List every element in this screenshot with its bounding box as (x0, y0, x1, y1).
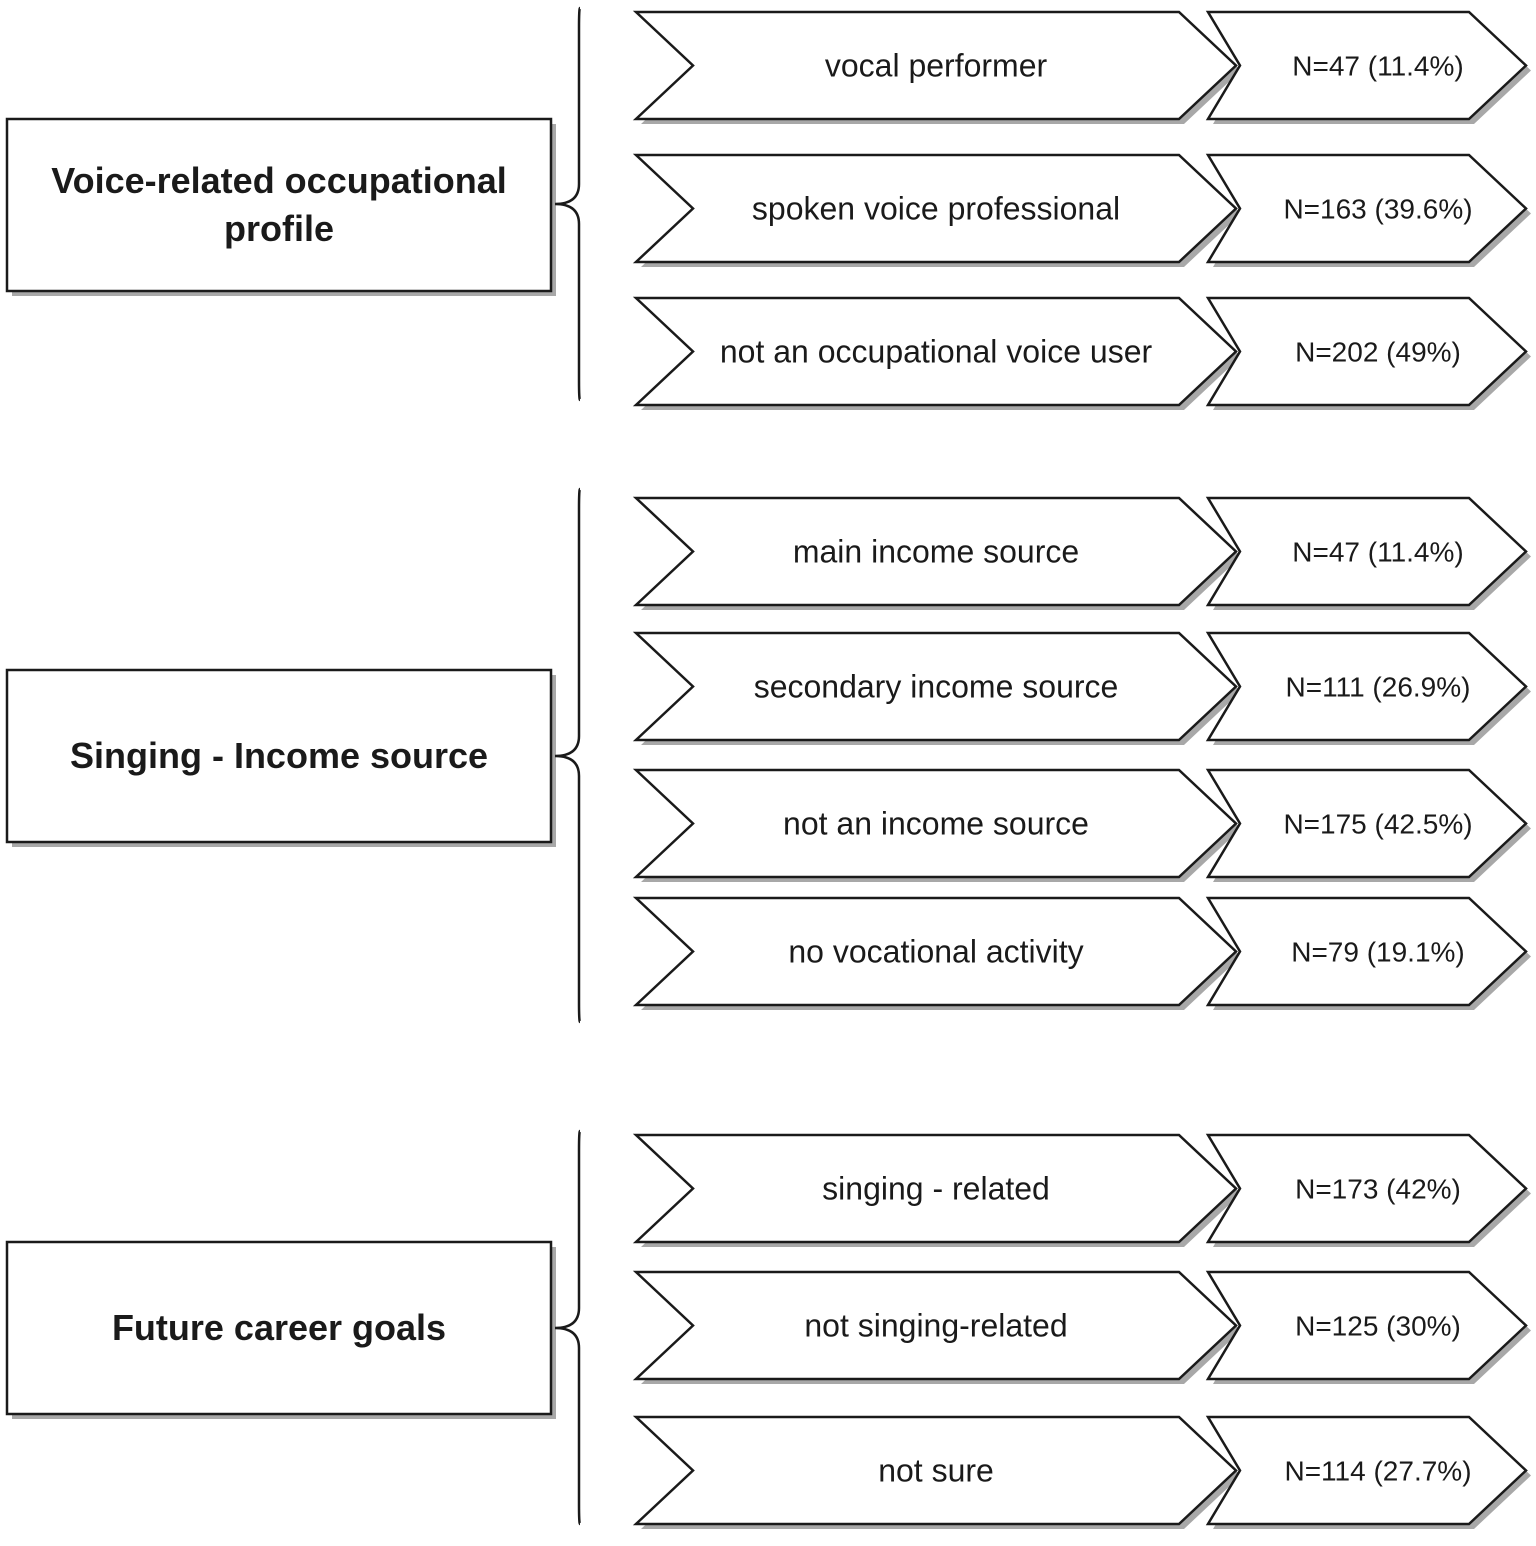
category-title-line: Future career goals (112, 1307, 446, 1348)
option-row: not an occupational voice user N=202 (49%… (632, 296, 1531, 410)
option-label: singing - related (822, 1171, 1050, 1207)
count-chevron (1205, 1133, 1528, 1244)
option-count: N=202 (49%) (1295, 337, 1461, 368)
option-count: N=163 (39.6%) (1283, 194, 1472, 225)
option-label: spoken voice professional (752, 191, 1120, 227)
option-label: not sure (878, 1453, 994, 1489)
option-chevron (632, 296, 1238, 407)
option-row: not an income source N=175 (42.5%) (632, 768, 1531, 882)
option-row: not sure N=114 (27.7%) (632, 1415, 1531, 1529)
option-chevron (632, 1270, 1238, 1381)
count-chevron (1205, 153, 1528, 264)
category-title-line: profile (224, 208, 334, 249)
option-chevron (632, 10, 1238, 121)
group-3: Future career goals singing - related N=17… (5, 1129, 1531, 1529)
option-row: vocal performer N=47 (11.4%) (632, 10, 1531, 124)
option-chevron (632, 1415, 1238, 1526)
group-brace (554, 1129, 582, 1526)
category-title-line: Singing - Income source (70, 735, 488, 776)
category-box (5, 1240, 553, 1416)
option-count: N=173 (42%) (1295, 1174, 1461, 1205)
option-row: secondary income source N=111 (26.9%) (632, 631, 1531, 745)
count-chevron (1205, 296, 1528, 407)
count-chevron (1205, 768, 1528, 879)
group-2: Singing - Income source main income sourc… (5, 487, 1531, 1024)
option-row: spoken voice professional N=163 (39.6%) (632, 153, 1531, 267)
count-chevron (1205, 896, 1528, 1007)
category-box (5, 117, 553, 293)
option-row: no vocational activity N=79 (19.1%) (632, 896, 1531, 1010)
option-count: N=111 (26.9%) (1286, 672, 1471, 703)
group-brace (554, 6, 582, 402)
option-row: main income source N=47 (11.4%) (632, 496, 1531, 610)
count-chevron (1205, 1270, 1528, 1381)
option-row: singing - related N=173 (42%) (632, 1133, 1531, 1247)
option-chevron (632, 496, 1238, 607)
option-chevron (632, 1133, 1238, 1244)
option-label: secondary income source (754, 669, 1119, 705)
option-count: N=175 (42.5%) (1283, 809, 1472, 840)
option-row: not singing-related N=125 (30%) (632, 1270, 1531, 1384)
option-chevron (632, 631, 1238, 742)
option-count: N=47 (11.4%) (1292, 51, 1463, 82)
category-title-line: Voice-related occupational (51, 160, 506, 201)
option-label: main income source (793, 534, 1079, 570)
option-count: N=79 (19.1%) (1291, 937, 1465, 968)
group-1: Voice-related occupational profile vocal p… (5, 6, 1531, 410)
option-label: not an income source (783, 806, 1089, 842)
category-box (5, 668, 553, 844)
option-chevron (632, 768, 1238, 879)
option-label: not an occupational voice user (720, 334, 1153, 370)
category-title: Voice-related occupational profile (51, 160, 506, 249)
count-chevron (1205, 10, 1528, 121)
option-count: N=125 (30%) (1295, 1311, 1461, 1342)
group-brace (554, 487, 582, 1024)
option-label: no vocational activity (788, 934, 1083, 970)
count-chevron (1205, 631, 1528, 742)
option-chevron (632, 153, 1238, 264)
category-title: Singing - Income source (70, 735, 488, 776)
option-count: N=114 (27.7%) (1284, 1456, 1471, 1487)
option-count: N=47 (11.4%) (1292, 537, 1463, 568)
count-chevron (1205, 496, 1528, 607)
option-label: vocal performer (825, 48, 1048, 84)
count-chevron (1205, 1415, 1528, 1526)
category-title: Future career goals (112, 1307, 446, 1348)
option-label: not singing-related (804, 1308, 1067, 1344)
option-chevron (632, 896, 1238, 1007)
